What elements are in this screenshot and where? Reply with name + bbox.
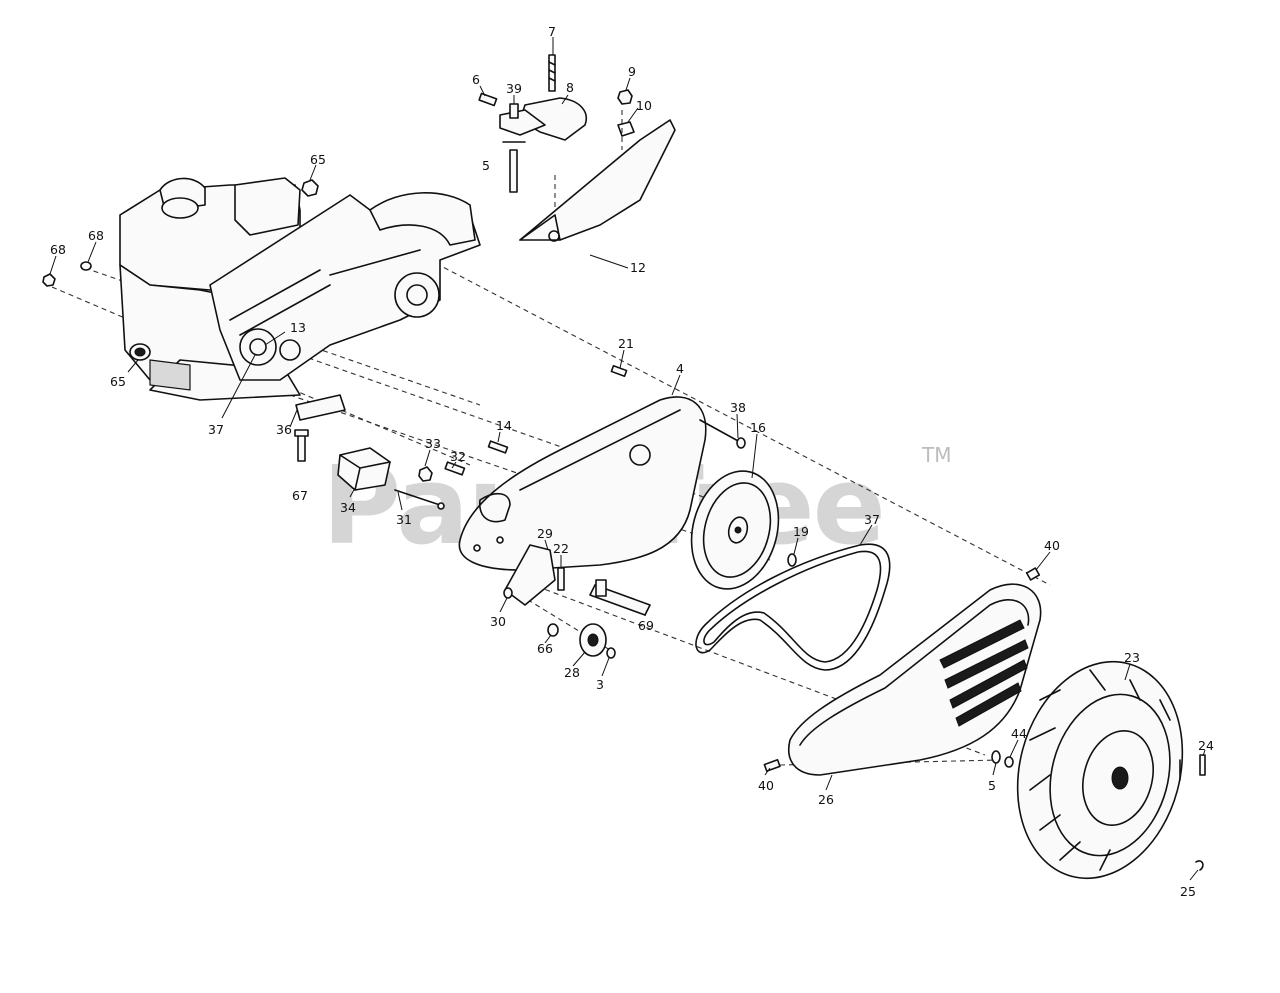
nut-68-left[interactable] xyxy=(42,273,56,287)
callout-29: 29 xyxy=(537,526,553,541)
washer-30[interactable] xyxy=(503,587,513,599)
callout-32: 32 xyxy=(450,449,466,464)
callout-6: 6 xyxy=(472,72,480,87)
bolt-22[interactable] xyxy=(557,567,565,591)
washer-68-right[interactable] xyxy=(80,261,92,271)
callout-33: 33 xyxy=(425,436,441,451)
callout-34: 34 xyxy=(340,500,356,515)
washer-44[interactable] xyxy=(1004,756,1014,768)
screw-40-top[interactable] xyxy=(1025,567,1041,581)
belt-cover-4[interactable] xyxy=(458,396,707,571)
callout-25: 25 xyxy=(1180,884,1196,899)
callout-28: 28 xyxy=(564,665,580,680)
bolt-32[interactable] xyxy=(444,461,466,476)
callout-38: 38 xyxy=(730,400,746,415)
idler-pulley-28[interactable] xyxy=(579,623,607,657)
callout-36: 36 xyxy=(276,422,292,437)
callout-68-left: 68 xyxy=(50,242,66,257)
tire-wheel-23[interactable] xyxy=(994,643,1205,897)
callout-7: 7 xyxy=(548,24,556,39)
callout-10: 10 xyxy=(636,98,652,113)
callout-5-lower: 5 xyxy=(988,778,996,793)
bolt-38[interactable] xyxy=(699,419,746,449)
callout-26: 26 xyxy=(818,792,834,807)
pin-14[interactable] xyxy=(487,440,509,454)
callout-69: 69 xyxy=(638,618,654,633)
screw-40-bottom[interactable] xyxy=(763,758,781,772)
v-belt-37[interactable] xyxy=(695,543,891,671)
nut-9[interactable] xyxy=(617,89,633,105)
callout-39: 39 xyxy=(506,81,522,96)
belt-guard-26[interactable] xyxy=(788,583,1042,776)
deflector-shield-12[interactable] xyxy=(519,119,676,242)
deflector-bracket-8[interactable] xyxy=(519,97,587,141)
pin-6[interactable] xyxy=(478,92,498,107)
callout-68-right: 68 xyxy=(88,228,104,243)
rod-31[interactable] xyxy=(394,489,445,510)
trademark-symbol: TM xyxy=(921,443,951,467)
pin-24[interactable] xyxy=(1199,754,1206,776)
callout-65-bottom: 65 xyxy=(110,374,126,389)
plate-36[interactable] xyxy=(295,394,346,421)
callout-40-bottom: 40 xyxy=(758,778,774,793)
nut-33[interactable] xyxy=(418,466,433,482)
nut-19[interactable] xyxy=(787,553,797,567)
spacer-21[interactable] xyxy=(610,364,628,378)
callout-30: 30 xyxy=(490,614,506,629)
callout-13: 13 xyxy=(290,320,306,335)
callout-67: 67 xyxy=(292,488,308,503)
callout-12: 12 xyxy=(630,260,646,275)
callout-23: 23 xyxy=(1124,650,1140,665)
callout-3: 3 xyxy=(596,677,604,692)
washer-66[interactable] xyxy=(547,623,559,637)
nut-65-top[interactable] xyxy=(301,179,319,197)
callout-8: 8 xyxy=(566,80,574,95)
callout-24: 24 xyxy=(1198,738,1214,753)
block-34[interactable] xyxy=(337,447,391,491)
bolt-7[interactable] xyxy=(548,54,556,92)
callouts: 7 6 39 8 9 10 5 65 68 68 12 13 65 37 21 … xyxy=(49,24,1214,899)
callout-66: 66 xyxy=(537,641,553,656)
callout-19: 19 xyxy=(793,524,809,539)
callout-37-engine: 37 xyxy=(208,422,224,437)
callout-21: 21 xyxy=(618,336,634,351)
bolt-67[interactable] xyxy=(294,429,309,462)
callout-9: 9 xyxy=(628,64,636,79)
engine-assembly[interactable] xyxy=(119,177,481,401)
idler-bracket-29[interactable] xyxy=(504,544,556,606)
callout-5-upper: 5 xyxy=(482,158,490,173)
bolt-5-upper[interactable] xyxy=(502,141,526,193)
pulley-16[interactable] xyxy=(679,461,791,599)
callout-31: 31 xyxy=(396,512,412,527)
callout-14: 14 xyxy=(496,418,512,433)
clip-25[interactable] xyxy=(1195,860,1204,871)
callout-22: 22 xyxy=(553,541,569,556)
callout-4: 4 xyxy=(676,361,684,376)
callout-37-belt: 37 xyxy=(864,512,880,527)
nut-3[interactable] xyxy=(606,647,616,659)
callout-16: 16 xyxy=(750,420,766,435)
bushing-65-bottom[interactable] xyxy=(129,343,151,361)
callout-65-top: 65 xyxy=(310,152,326,167)
washer-5-lower[interactable] xyxy=(991,750,1001,764)
spring-10[interactable] xyxy=(617,121,635,137)
callout-40-top: 40 xyxy=(1044,538,1060,553)
callout-44: 44 xyxy=(1011,726,1027,741)
